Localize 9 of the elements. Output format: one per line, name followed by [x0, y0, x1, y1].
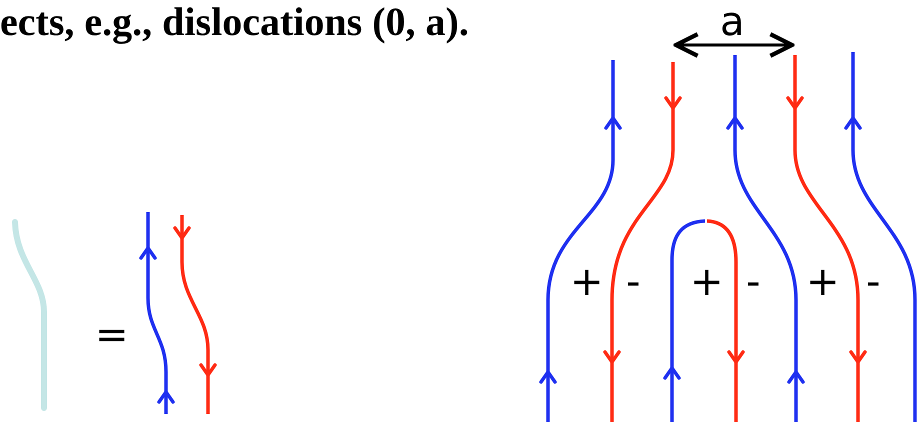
dimension-label: a — [720, 2, 745, 42]
charge-sign: + — [570, 262, 604, 302]
charge-sign: - — [626, 262, 640, 302]
charge-sign: + — [690, 262, 724, 302]
charge-sign: - — [746, 262, 760, 302]
heading-text: ects, e.g., dislocations (0, a). — [0, 0, 469, 44]
charge-sign: - — [866, 262, 880, 302]
charge-sign: + — [806, 262, 840, 302]
equals-sign: = — [95, 315, 129, 355]
